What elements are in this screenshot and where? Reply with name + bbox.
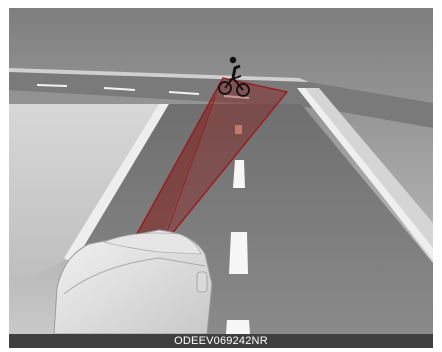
caption-bar: ODEEV069242NR — [9, 334, 433, 348]
caption-code: ODEEV069242NR — [9, 334, 433, 348]
road-scene-svg — [9, 8, 433, 334]
road-scene-illustration — [9, 8, 433, 334]
